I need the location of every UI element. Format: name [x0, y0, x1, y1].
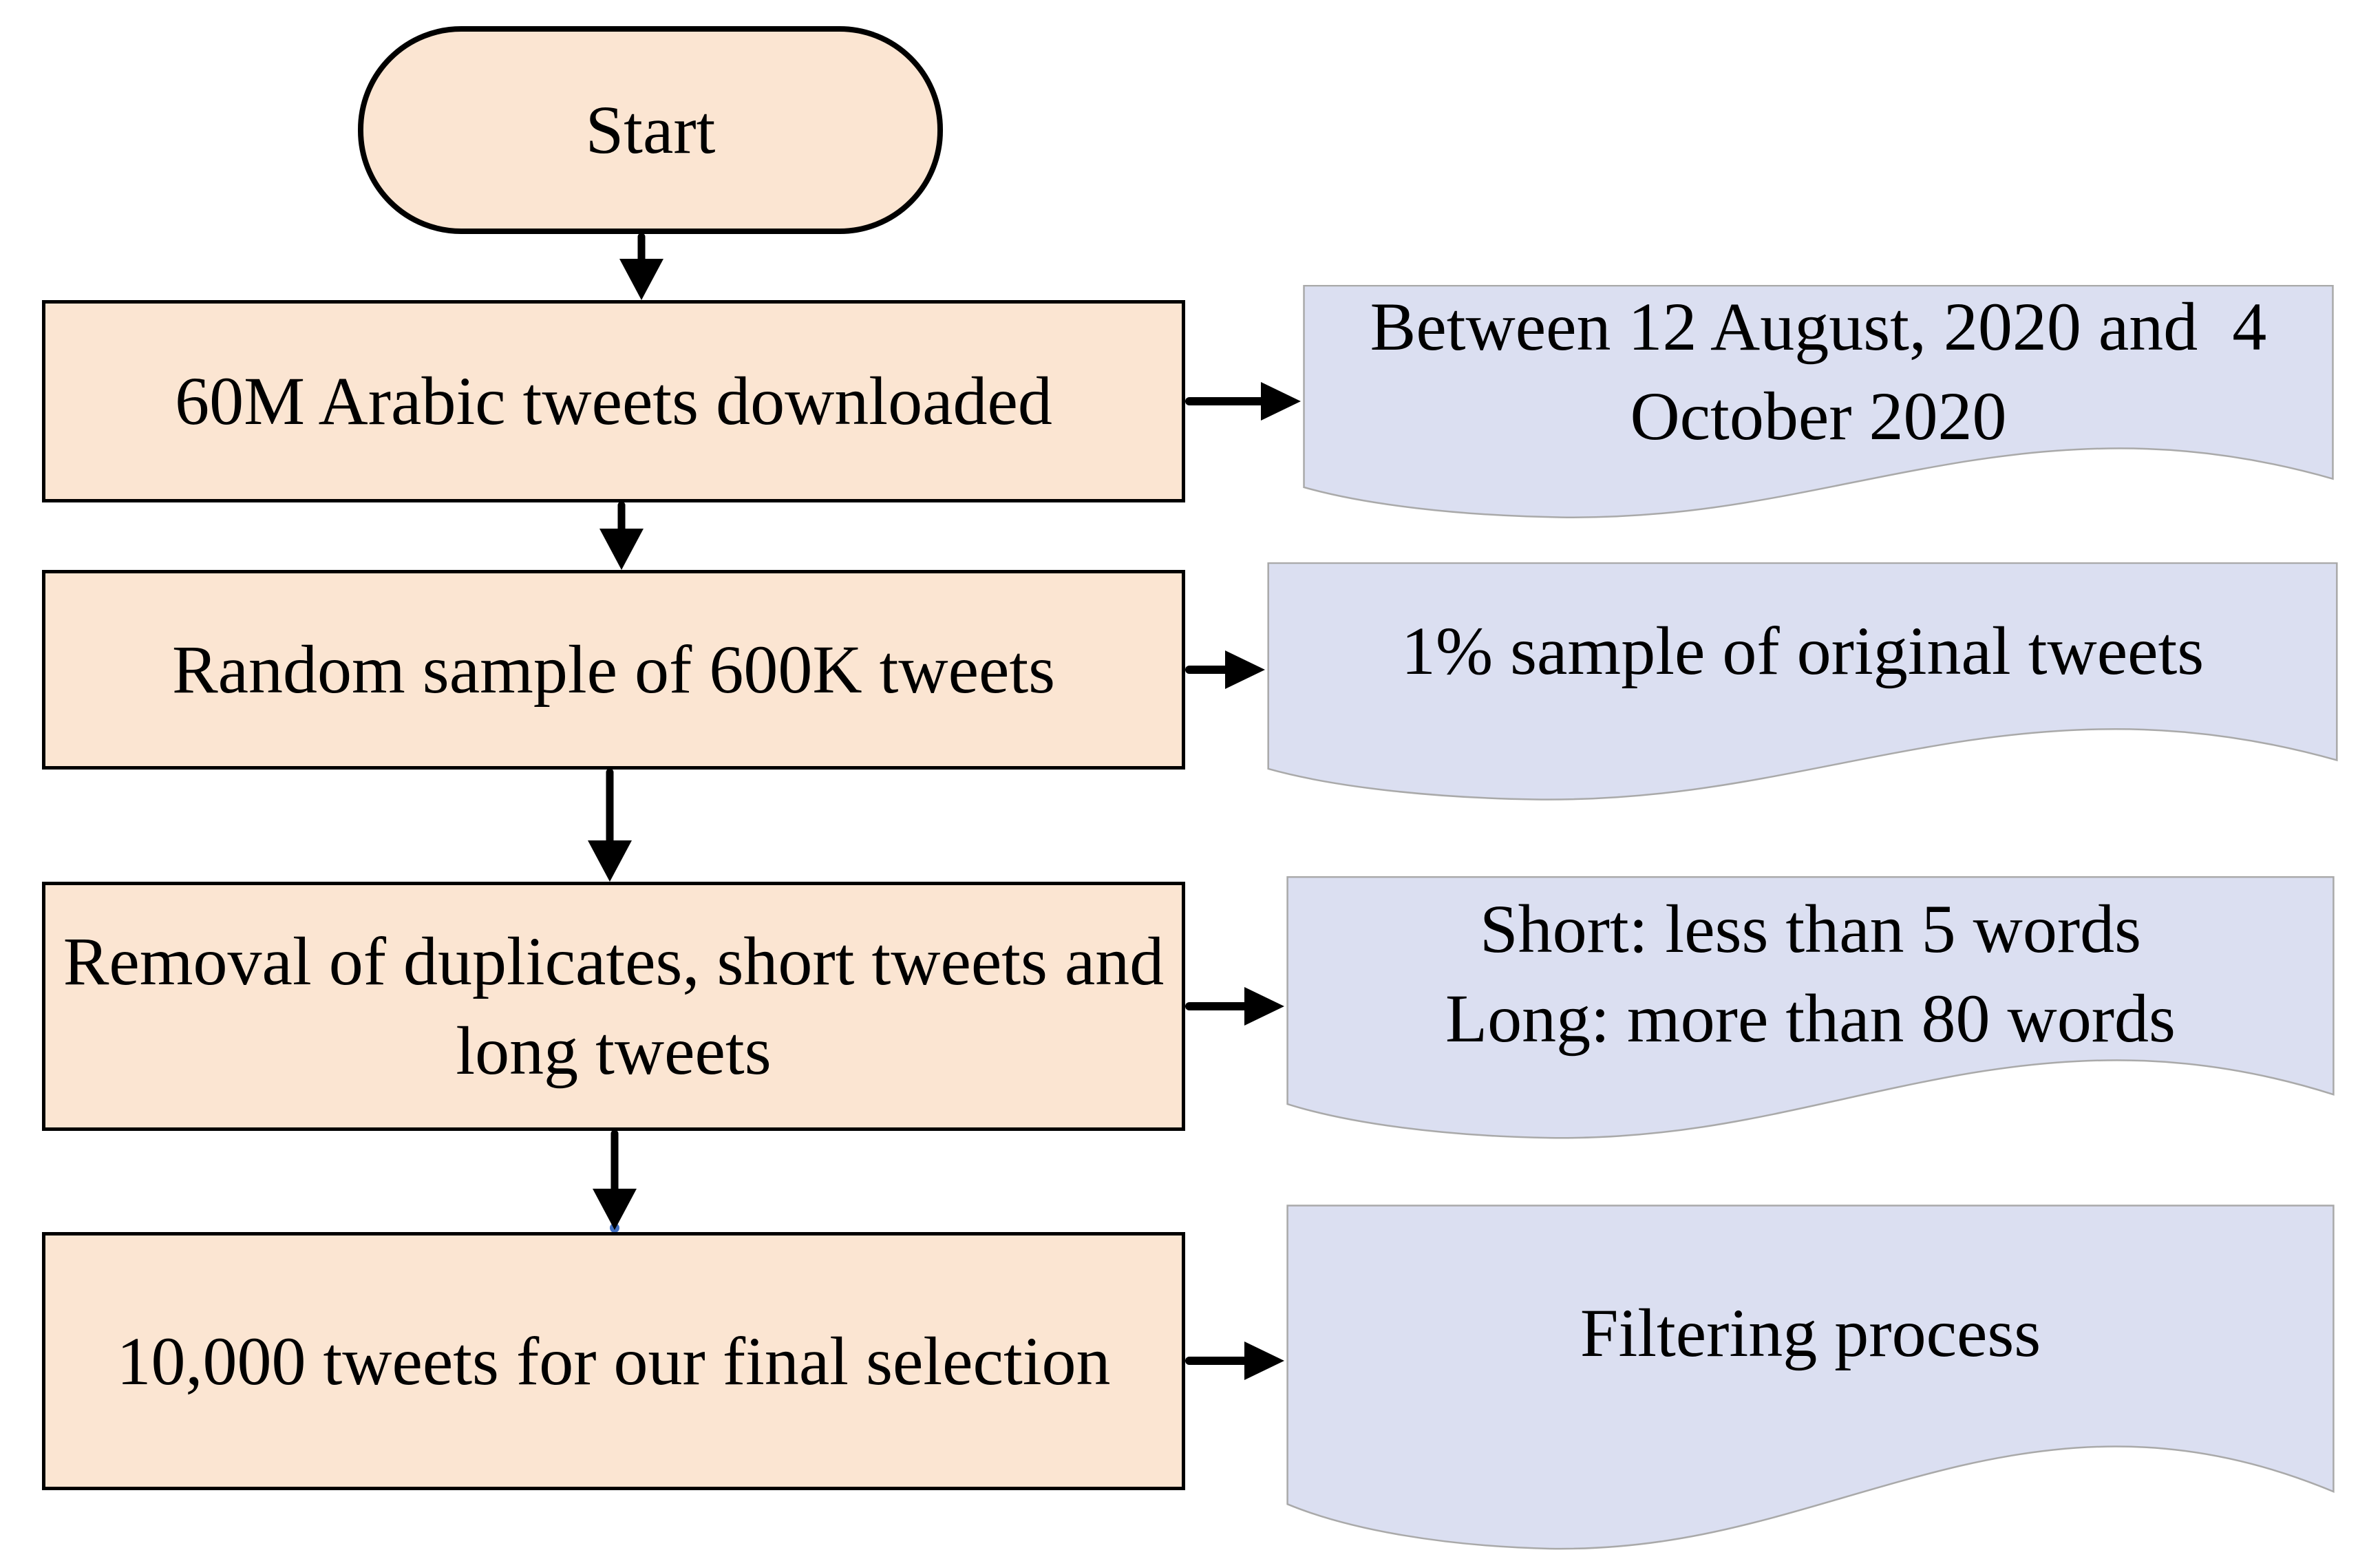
document-shape-icon — [1284, 1205, 2337, 1552]
start-label: Start — [585, 92, 716, 168]
process-step-1-label: 60M Arabic tweets downloaded — [175, 363, 1052, 439]
arrow-right-1 — [1185, 382, 1301, 421]
document-note-2: 1% sample of original tweets — [1265, 562, 2340, 802]
process-step-2: Random sample of 600K tweets — [42, 570, 1185, 770]
arrow-down-2 — [599, 501, 644, 570]
arrow-right-2 — [1185, 650, 1265, 689]
arrow-right-4 — [1185, 1341, 1284, 1380]
document-note-1-label: Between 12 August, 2020 and 4 October 20… — [1370, 288, 2267, 455]
process-step-4-label: 10,000 tweets for our final selection — [116, 1322, 1111, 1399]
arrow-down-1 — [619, 233, 663, 300]
document-shape-icon — [1284, 876, 2337, 1141]
document-note-1: Between 12 August, 2020 and 4 October 20… — [1301, 285, 2336, 520]
document-note-4-label: Filtering process — [1580, 1294, 2041, 1371]
arrow-down-3 — [588, 768, 632, 882]
document-shape-icon — [1301, 285, 2336, 520]
document-note-3: Short: less than 5 words Long: more than… — [1284, 876, 2337, 1141]
process-step-1: 60M Arabic tweets downloaded — [42, 300, 1185, 502]
process-step-2-label: Random sample of 600K tweets — [171, 631, 1056, 708]
arrow-right-3 — [1185, 987, 1284, 1026]
document-shape-icon — [1265, 562, 2340, 802]
process-step-4: 10,000 tweets for our final selection — [42, 1232, 1185, 1490]
process-step-3-label: Removal of duplicates, short tweets and … — [63, 923, 1165, 1089]
arrow-down-4 — [593, 1130, 637, 1233]
start-terminator: Start — [358, 26, 943, 234]
document-note-4: Filtering process — [1284, 1205, 2337, 1552]
process-step-3: Removal of duplicates, short tweets and … — [42, 882, 1185, 1131]
document-note-3-label: Short: less than 5 words Long: more than… — [1445, 891, 2176, 1057]
document-note-2-label: 1% sample of original tweets — [1401, 612, 2204, 689]
